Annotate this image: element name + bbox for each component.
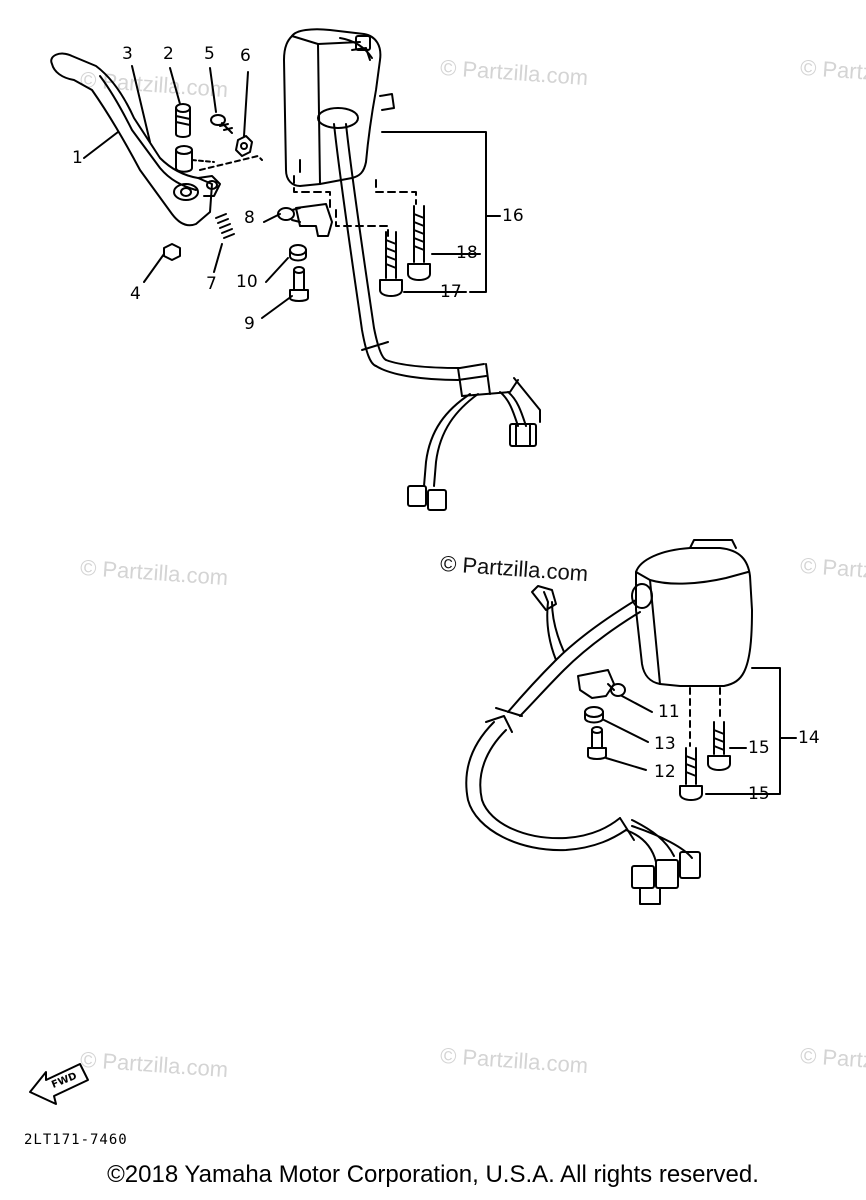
callout-11: 11: [658, 702, 680, 722]
leader-9: [261, 295, 293, 319]
screw-part-12: [587, 726, 607, 760]
callout-4: 4: [130, 284, 141, 304]
leader-3: [131, 65, 151, 143]
callout-3: 3: [122, 44, 133, 64]
callout-10: 10: [236, 272, 258, 292]
switch-part-11: [577, 669, 626, 699]
leader-5: [209, 67, 217, 113]
screw-part-17: [379, 231, 403, 297]
leader-2: [169, 67, 181, 105]
copyright-notice: ©2018 Yamaha Motor Corporation, U.S.A. A…: [107, 1161, 759, 1188]
callout-8: 8: [244, 208, 255, 228]
callout-5: 5: [204, 44, 215, 64]
screw-part-5: [210, 114, 233, 134]
callout-1: 1: [72, 148, 83, 168]
lever-part-1: [50, 52, 221, 227]
leader-11: [621, 695, 653, 713]
screw-part-18: [407, 205, 431, 281]
callout-12: 12: [654, 762, 676, 782]
callout-17: 17: [440, 282, 462, 302]
fwd-arrow-icon: FWD: [29, 1063, 89, 1105]
cable-lower: [465, 585, 701, 905]
fwd-label: FWD: [50, 1071, 78, 1091]
screw-part-15-lower: [679, 747, 703, 801]
leader-13: [603, 719, 649, 743]
callout-14: 14: [798, 728, 820, 748]
callout-7: 7: [206, 274, 217, 294]
collar-part-3: [175, 145, 193, 173]
leader-10: [265, 257, 289, 283]
spring-part-7: [215, 213, 235, 239]
leader-12: [605, 757, 647, 771]
nut-part-6: [235, 135, 253, 157]
bolt-part-2: [175, 103, 191, 138]
callout-15-upper: 15: [748, 738, 770, 758]
leader-7: [213, 243, 223, 273]
callout-16: 16: [502, 206, 524, 226]
callout-13: 13: [654, 734, 676, 754]
callout-15-lower: 15: [748, 784, 770, 804]
switch-part-8: [277, 203, 333, 237]
cable-upper: [333, 123, 541, 511]
washer-part-13: [584, 706, 604, 724]
leader-1: [83, 131, 119, 159]
nut-part-4: [163, 243, 181, 261]
leader-4: [143, 253, 165, 283]
callout-9: 9: [244, 314, 255, 334]
leader-6: [243, 71, 249, 137]
callout-6: 6: [240, 46, 251, 66]
washer-part-10: [289, 244, 307, 262]
switch-housing-upper: [283, 28, 395, 187]
callout-2: 2: [163, 44, 174, 64]
callout-18: 18: [456, 243, 478, 263]
diagram-code: 2LT171-7460: [24, 1132, 128, 1148]
leader-8: [263, 213, 281, 223]
switch-housing-lower: [631, 539, 753, 687]
screw-part-15-upper: [707, 721, 731, 771]
